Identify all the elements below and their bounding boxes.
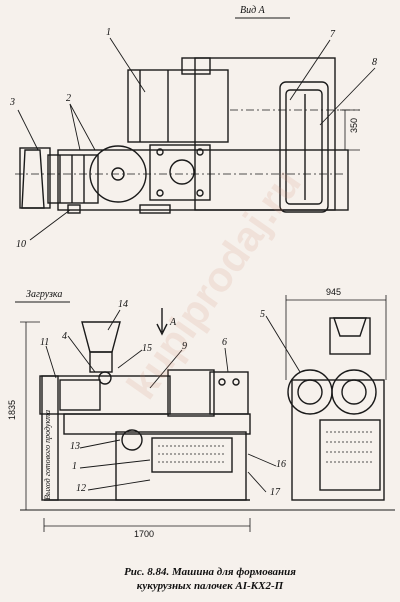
product-exit-label: Выход готового продукта — [43, 410, 52, 500]
callout-5: 5 — [260, 309, 265, 320]
view-label: Вид А — [240, 5, 265, 16]
callout-8-top: 8 — [372, 57, 377, 68]
callout-2-top: 2 — [66, 93, 71, 104]
callout-17: 17 — [270, 487, 280, 498]
callout-7-top: 7 — [330, 29, 335, 40]
callout-9: 9 — [182, 341, 187, 352]
callout-10-top: 10 — [16, 239, 26, 250]
callout-1-side: 1 — [72, 461, 77, 472]
dimension-945: 945 — [326, 287, 342, 297]
top-view — [15, 17, 376, 241]
dimension-350: 350 — [349, 118, 359, 134]
callout-6: 6 — [222, 337, 227, 348]
callout-3-top: 3 — [10, 97, 15, 108]
callout-11: 11 — [40, 337, 50, 348]
dimension-1700: 1700 — [134, 529, 155, 539]
figure-caption-line2: кукурузных палочек АI-КХ2-П — [136, 580, 284, 592]
side-view — [15, 295, 395, 532]
callout-15: 15 — [142, 343, 152, 354]
dimension-1835: 1835 — [7, 400, 17, 421]
arrow-a-label: А — [170, 317, 177, 328]
callout-14: 14 — [118, 299, 128, 310]
callout-12: 12 — [76, 483, 86, 494]
callout-4: 4 — [62, 331, 67, 342]
callout-13: 13 — [70, 441, 80, 452]
load-label: Загрузка — [26, 289, 63, 300]
figure-caption-line1: Рис. 8.84. Машина для формования — [124, 566, 296, 578]
callout-16: 16 — [276, 459, 286, 470]
callout-1-top: 1 — [106, 27, 111, 38]
